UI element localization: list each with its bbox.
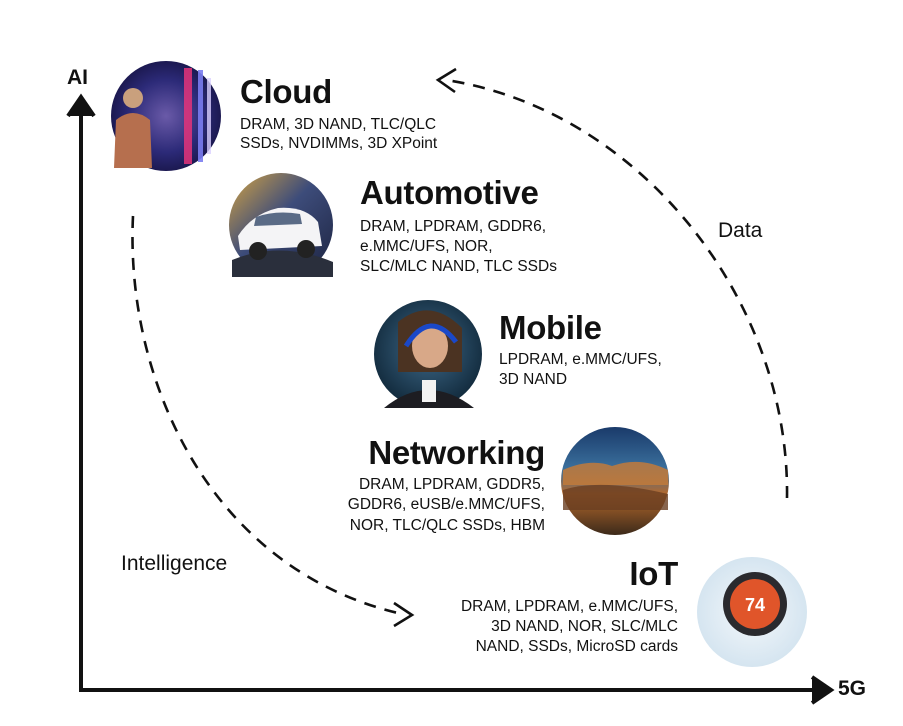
cloud-desc-line-2: SSDs, NVDIMMs, 3D XPoint (240, 135, 438, 152)
intelligence-arrowhead (393, 601, 415, 628)
svg-text:74: 74 (745, 595, 765, 615)
iot-title: IoT (629, 555, 678, 592)
automotive-desc-line-1: DRAM, LPDRAM, GDDR6, (360, 218, 547, 235)
data-flow-label: Data (718, 219, 763, 242)
iot-desc-line-1: DRAM, LPDRAM, e.MMC/UFS, (460, 598, 678, 615)
mobile-desc-line-1: LPDRAM, e.MMC/UFS, (499, 351, 662, 368)
intelligence-flow-arrow (131, 215, 403, 616)
flow-arrows (131, 78, 789, 616)
networking-desc-line-1: DRAM, LPDRAM, GDDR5, (358, 476, 545, 493)
axes (66, 93, 835, 705)
mobile-desc-line-2: 3D NAND (499, 371, 568, 388)
cloud-desc-line-1: DRAM, 3D NAND, TLC/QLC (240, 116, 437, 133)
iot-desc-line-3: NAND, SSDs, MicroSD cards (475, 638, 678, 655)
mobile-title: Mobile (499, 309, 602, 346)
automotive-desc-line-2: e.MMC/UFS, NOR, (360, 238, 493, 255)
automotive-desc-line-3: SLC/MLC NAND, TLC SSDs (360, 258, 557, 275)
intelligence-flow-label: Intelligence (121, 552, 228, 575)
x-axis-arrowhead (810, 675, 835, 705)
car-photo (229, 173, 333, 277)
x-axis-label: 5G (838, 677, 867, 700)
data-flow-arrow (445, 78, 789, 499)
automotive-title: Automotive (360, 174, 539, 211)
headphones-person-photo (374, 300, 482, 408)
data-center-photo (111, 61, 221, 171)
y-axis-arrowhead (66, 93, 96, 118)
networking-title: Networking (368, 434, 545, 471)
cloud-title: Cloud (240, 73, 332, 110)
networking-desc-line-2: GDDR6, eUSB/e.MMC/UFS, (347, 496, 545, 513)
y-axis-label: AI (67, 66, 88, 89)
data-arrowhead (435, 67, 457, 94)
network-landscape-photo (561, 427, 669, 535)
networking-desc-line-3: NOR, TLC/QLC SSDs, HBM (349, 517, 545, 534)
thermostat-photo: 74 (697, 557, 807, 667)
iot-desc-line-2: 3D NAND, NOR, SLC/MLC (491, 618, 678, 635)
